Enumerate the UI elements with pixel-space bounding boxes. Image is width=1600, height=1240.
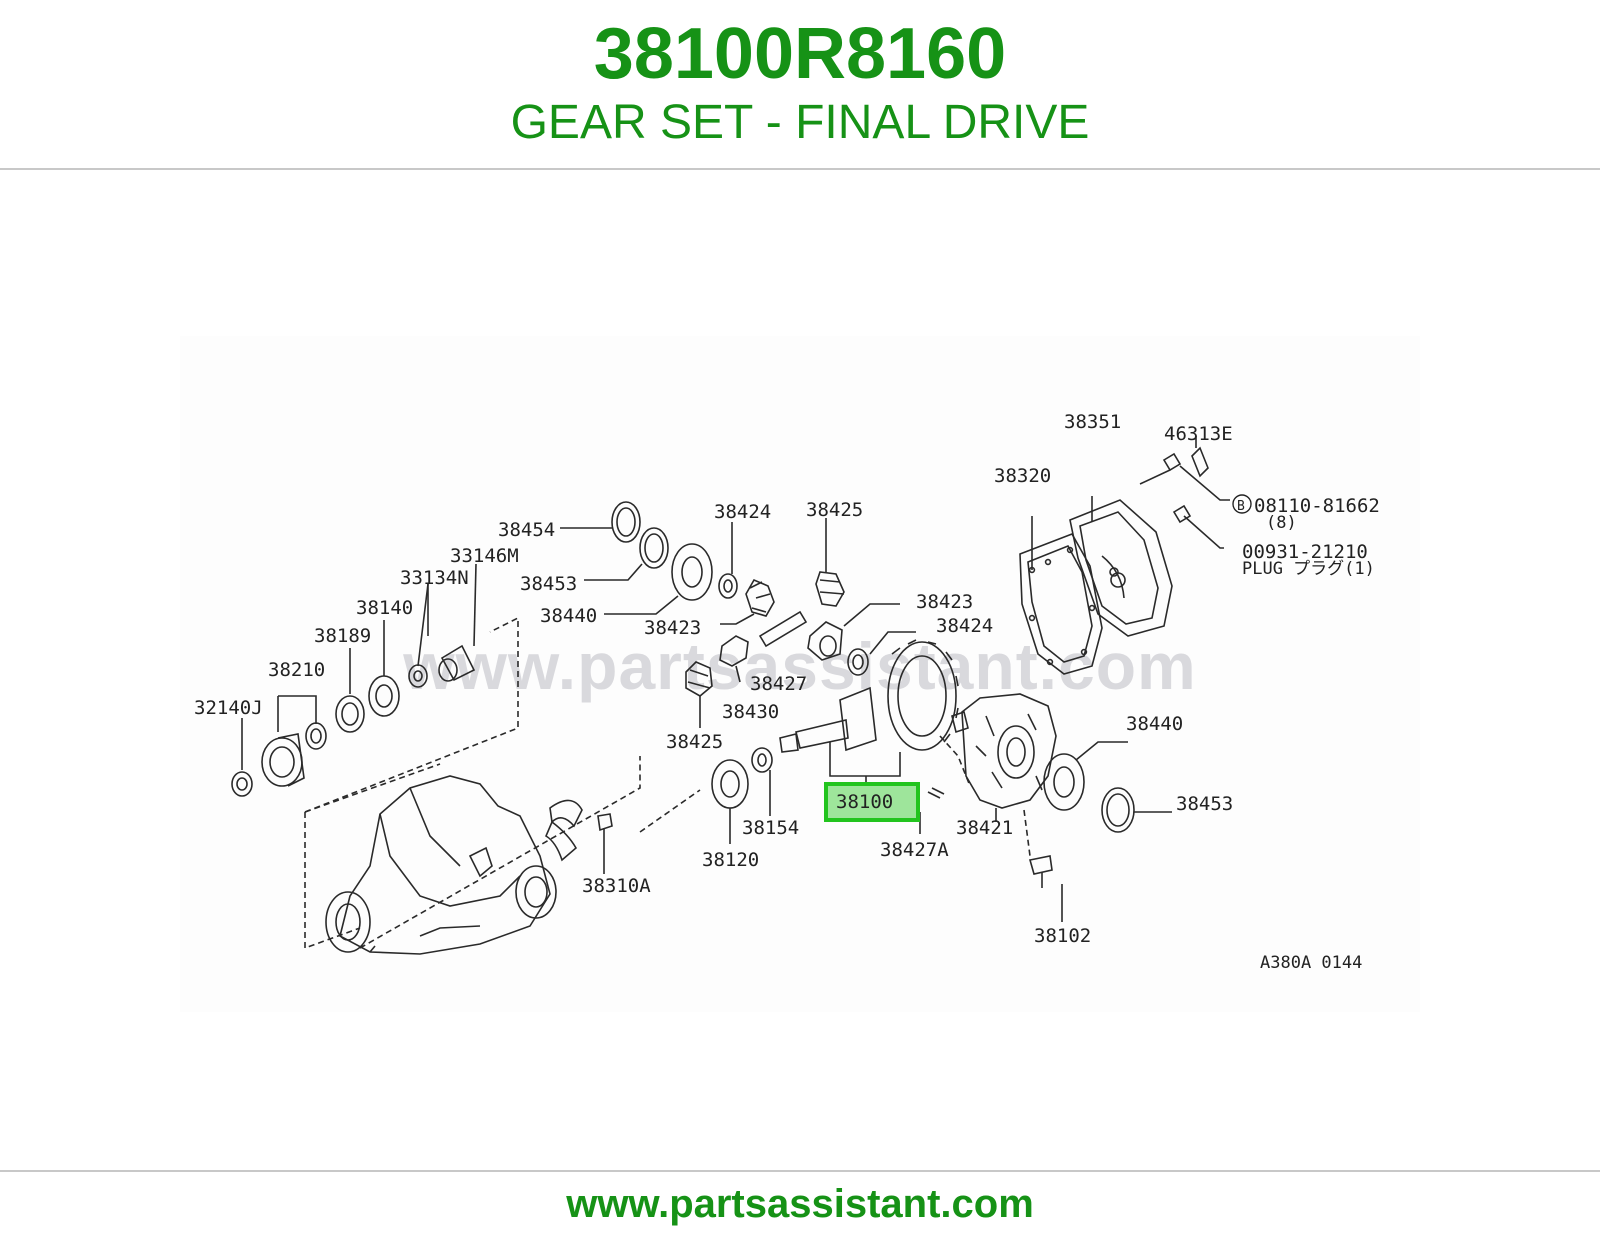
label-38423-left: 38423 — [644, 617, 701, 639]
label-38320: 38320 — [994, 465, 1051, 487]
label-38189: 38189 — [314, 625, 371, 647]
page-header: 38100R8160 GEAR SET - FINAL DRIVE — [0, 0, 1600, 168]
label-38210: 38210 — [268, 659, 325, 681]
label-33146M: 33146M — [450, 545, 519, 567]
highlighted-part-38100[interactable]: 38100 — [824, 782, 920, 822]
label-plug-note: PLUG プラグ(1) — [1242, 559, 1375, 579]
label-38421: 38421 — [956, 817, 1013, 839]
label-38454: 38454 — [498, 519, 555, 541]
label-38154: 38154 — [742, 817, 799, 839]
part-number-title: 38100R8160 — [593, 14, 1007, 94]
label-38453-top: 38453 — [520, 573, 577, 595]
label-38440-top: 38440 — [540, 605, 597, 627]
label-38100-highlight: 38100 — [836, 791, 893, 813]
svg-text:B: B — [1237, 499, 1245, 514]
label-38140: 38140 — [356, 597, 413, 619]
label-38424-top: 38424 — [714, 501, 771, 523]
footer-divider — [0, 1170, 1600, 1172]
footer-website-link[interactable]: www.partsassistant.com — [566, 1182, 1034, 1226]
label-38427: 38427 — [750, 673, 807, 695]
label-38351: 38351 — [1064, 411, 1121, 433]
label-00931-21210: 00931-21210 — [1242, 541, 1368, 563]
label-38102: 38102 — [1034, 925, 1091, 947]
label-33134N: 33134N — [400, 567, 469, 589]
label-08110-81662: 08110-81662 — [1254, 495, 1380, 517]
label-08110-qty: (8) — [1266, 513, 1297, 533]
part-description: GEAR SET - FINAL DRIVE — [510, 96, 1090, 149]
carrier-housing-drawing — [325, 775, 557, 955]
label-38423-right: 38423 — [916, 591, 973, 613]
label-38440-right: 38440 — [1126, 713, 1183, 735]
label-38310A: 38310A — [582, 875, 651, 897]
header-divider — [0, 168, 1600, 170]
label-32140J: 32140J — [194, 697, 263, 719]
exploded-parts-diagram: www.partsassistant.com — [180, 336, 1420, 1012]
label-38424-right: 38424 — [936, 615, 993, 637]
diagram-reference-code: A380A 0144 — [1260, 953, 1362, 973]
label-38120: 38120 — [702, 849, 759, 871]
circled-b-icon — [1232, 494, 1252, 514]
label-38427A: 38427A — [880, 839, 949, 861]
label-38425-top: 38425 — [806, 499, 863, 521]
diagram-svg: 38351 46313E 38320 B 08110-81662 (8) 009… — [194, 411, 1380, 973]
label-38425-bottom: 38425 — [666, 731, 723, 753]
label-38430: 38430 — [722, 701, 779, 723]
label-46313E: 46313E — [1164, 423, 1233, 445]
label-38453-right: 38453 — [1176, 793, 1233, 815]
